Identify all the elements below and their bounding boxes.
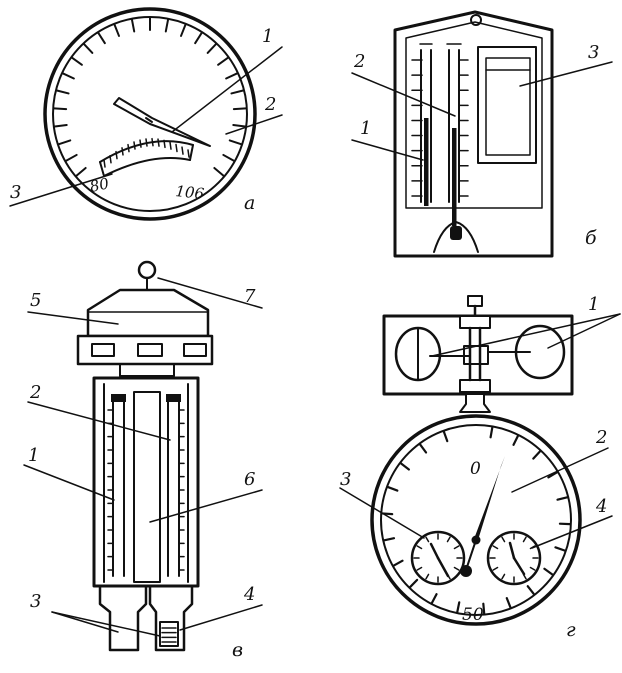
- panel-b-label-1: 1: [360, 118, 371, 139]
- panel-v-label-7: 7: [244, 286, 256, 307]
- panel-g-label-4: 4: [595, 496, 607, 517]
- panel-v-aspiration-psychrometer: 5 7 2 1 6 3 4 в: [24, 262, 262, 661]
- wet-thermometer: [447, 44, 468, 226]
- panel-a-letter: а: [244, 192, 255, 214]
- panel-a-label-1: 1: [262, 26, 273, 47]
- anemometer-outer-rim: [372, 416, 580, 624]
- fan-housing: [88, 290, 208, 336]
- dry-thermometer: [412, 44, 432, 206]
- barometer-inner-rim: [53, 17, 247, 211]
- dial-zero-label: 0: [470, 459, 481, 479]
- panel-b-letter: б: [585, 227, 597, 249]
- panel-b-label-3: 3: [588, 42, 599, 63]
- panel-v-label-1: 1: [28, 445, 39, 466]
- panel-v-label-6: 6: [244, 469, 255, 490]
- panel-a-label-2: 2: [264, 94, 276, 115]
- right-thermometer: [166, 394, 184, 576]
- barometer-outer-rim: [45, 9, 255, 219]
- panel-v-label-2: 2: [29, 382, 41, 403]
- barometer-pointer: [114, 98, 210, 146]
- panel-v-label-3: 3: [30, 591, 41, 612]
- panel-g-letter: г: [566, 619, 576, 641]
- panel-g-label-3: 3: [340, 469, 351, 490]
- panel-g-anemometer: 0 50 1 2 3 4 г: [340, 294, 620, 641]
- panel-g-label-2: 2: [595, 427, 607, 448]
- panel-v-label-5: 5: [30, 290, 41, 311]
- panel-v-label-4: 4: [243, 584, 255, 605]
- psychrometer-board: [395, 12, 552, 256]
- panel-a-aneroid-barometer: 80 106 1 2 3 а: [10, 9, 282, 219]
- panel-g-label-1: 1: [588, 294, 599, 315]
- left-thermometer: [108, 394, 126, 576]
- barometer-scale-right: 106: [175, 182, 206, 203]
- hanging-hole: [471, 15, 481, 25]
- dial-fifty-label: 50: [462, 605, 484, 625]
- panel-v-letter: в: [232, 639, 243, 661]
- panel-b-psychrometer: 2 1 3 б: [352, 12, 612, 256]
- psychrometer-body: [94, 378, 198, 586]
- anemometer-dial-ticks: [382, 427, 570, 613]
- panel-a-label-3: 3: [10, 182, 21, 203]
- hanging-ring: [139, 262, 155, 278]
- barometer-thermometer-scale: [100, 139, 193, 176]
- panel-b-label-2: 2: [353, 51, 365, 72]
